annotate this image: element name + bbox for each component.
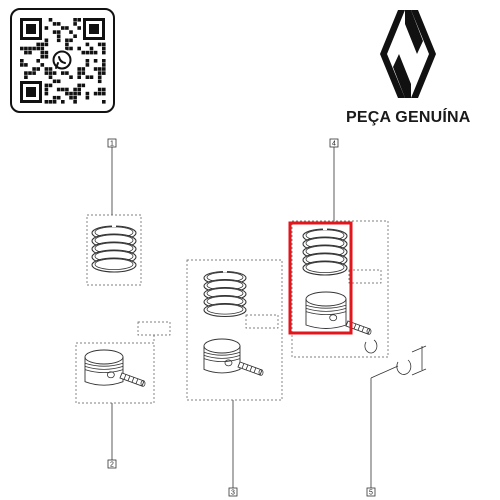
- callout-5-label: 5: [369, 490, 373, 497]
- piston-kit-3: [186, 259, 283, 401]
- piston-crown: [305, 291, 347, 307]
- callout-1-label: 1: [110, 141, 114, 148]
- callout-3-label: 3: [231, 490, 235, 497]
- callout-4: 4: [329, 138, 339, 221]
- piston-assembly-2: [75, 321, 171, 404]
- renault-diamond-icon: [380, 10, 436, 98]
- piston-ring-set-1: [86, 214, 142, 286]
- piston-kit-4: [288, 220, 389, 358]
- piston-crown: [84, 349, 124, 365]
- piston-pin: [237, 361, 263, 376]
- piston-pin: [119, 372, 145, 387]
- genuine-part-label: PEÇA GENUÍNA: [346, 109, 471, 126]
- callout-1: 1: [107, 138, 117, 215]
- piston-crown: [203, 338, 241, 354]
- callout-4-label: 4: [332, 141, 336, 148]
- highlight-box: [288, 221, 353, 335]
- callout-2: 2: [107, 403, 117, 469]
- piston-ring: [203, 302, 247, 318]
- whatsapp-qr-code[interactable]: [10, 8, 115, 113]
- qr-code-icon: [20, 18, 106, 104]
- callout-5: 5: [366, 365, 399, 497]
- callout-2-label: 2: [110, 462, 114, 469]
- circlip-set-5: [364, 339, 427, 376]
- callout-3: 3: [228, 400, 238, 497]
